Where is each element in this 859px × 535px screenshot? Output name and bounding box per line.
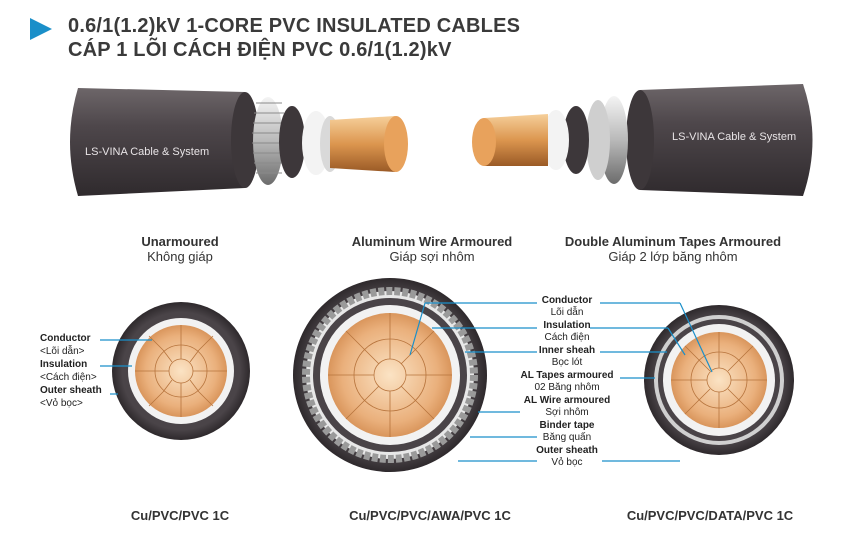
caption-vi: Không giáp <box>147 249 213 264</box>
code-unarmoured: Cu/PVC/PVC 1C <box>130 508 230 523</box>
caption-vi: Giáp sợi nhôm <box>389 249 475 264</box>
title-block: 0.6/1(1.2)kV 1-CORE PVC INSULATED CABLES… <box>28 14 520 62</box>
caption-awa: Aluminum Wire Armoured Giáp sợi nhôm <box>332 234 532 264</box>
label-inner-sheath: Inner sheah <box>538 345 596 356</box>
label-al-wire: AL Wire armoured <box>523 395 611 406</box>
label-insulation-vi: <Cách điện> <box>40 372 97 383</box>
label-conductor-vi: <Lõi dẫn> <box>40 346 85 357</box>
left-labels: Conductor <Lõi dẫn> Insulation <Cách điệ… <box>40 333 102 411</box>
label-al-wire-vi: Sợi nhôm <box>545 407 589 418</box>
label-binder-tape: Binder tape <box>539 420 595 431</box>
cross-sections <box>100 278 794 472</box>
label-insulation: Insulation <box>543 320 591 331</box>
cable-left: LS-VINA Cable & System <box>70 88 408 196</box>
cable-right: LS-VINA Cable & System <box>472 84 813 196</box>
code-awa: Cu/PVC/PVC/AWA/PVC 1C <box>349 508 511 523</box>
caption-en: Aluminum Wire Armoured <box>351 234 513 249</box>
label-conductor: Conductor <box>40 333 91 344</box>
label-outer-sheath: Outer sheath <box>536 445 598 456</box>
caption-unarmoured: Unarmoured Không giáp <box>110 234 250 264</box>
caption-vi: Giáp 2 lớp băng nhôm <box>608 249 738 264</box>
caption-data: Double Aluminum Tapes Armoured Giáp 2 lớ… <box>548 234 798 264</box>
label-outer-sheath-vi: Vỏ bọc <box>551 457 583 468</box>
label-outer-sheath-vi: <Vỏ bọc> <box>40 398 83 409</box>
title-english: 0.6/1(1.2)kV 1-CORE PVC INSULATED CABLES <box>68 15 521 37</box>
label-al-tapes-vi: 02 Băng nhôm <box>534 382 600 393</box>
cable-illustrations: LS-VINA Cable & System LS-VINA Cable & S… <box>70 84 813 196</box>
brand-label-left: LS-VINA Cable & System <box>85 146 209 158</box>
play-triangle-icon <box>30 18 52 40</box>
cross-section-unarmoured <box>100 302 250 440</box>
cross-section-data <box>590 302 794 462</box>
caption-en: Unarmoured <box>141 234 219 249</box>
title-vietnamese: CÁP 1 LÕI CÁCH ĐIỆN PVC 0.6/1(1.2)kV <box>68 39 452 61</box>
cross-section-awa <box>293 278 537 472</box>
caption-en: Double Aluminum Tapes Armoured <box>564 234 782 249</box>
brand-label-right: LS-VINA Cable & System <box>672 131 796 143</box>
code-data: Cu/PVC/PVC/DATA/PVC 1C <box>626 508 794 523</box>
label-al-tapes: AL Tapes armoured <box>520 370 614 381</box>
label-binder-tape-vi: Băng quấn <box>542 432 592 443</box>
label-inner-sheath-vi: Bọc lót <box>551 357 583 368</box>
label-insulation: Insulation <box>40 359 88 370</box>
label-conductor-vi: Lõi dẫn <box>550 307 584 318</box>
label-insulation-vi: Cách điện <box>544 332 590 343</box>
label-conductor: Conductor <box>541 295 593 306</box>
label-outer-sheath: Outer sheath <box>40 385 102 396</box>
center-labels: Conductor Lõi dẫn Insulation Cách điện I… <box>512 295 622 470</box>
